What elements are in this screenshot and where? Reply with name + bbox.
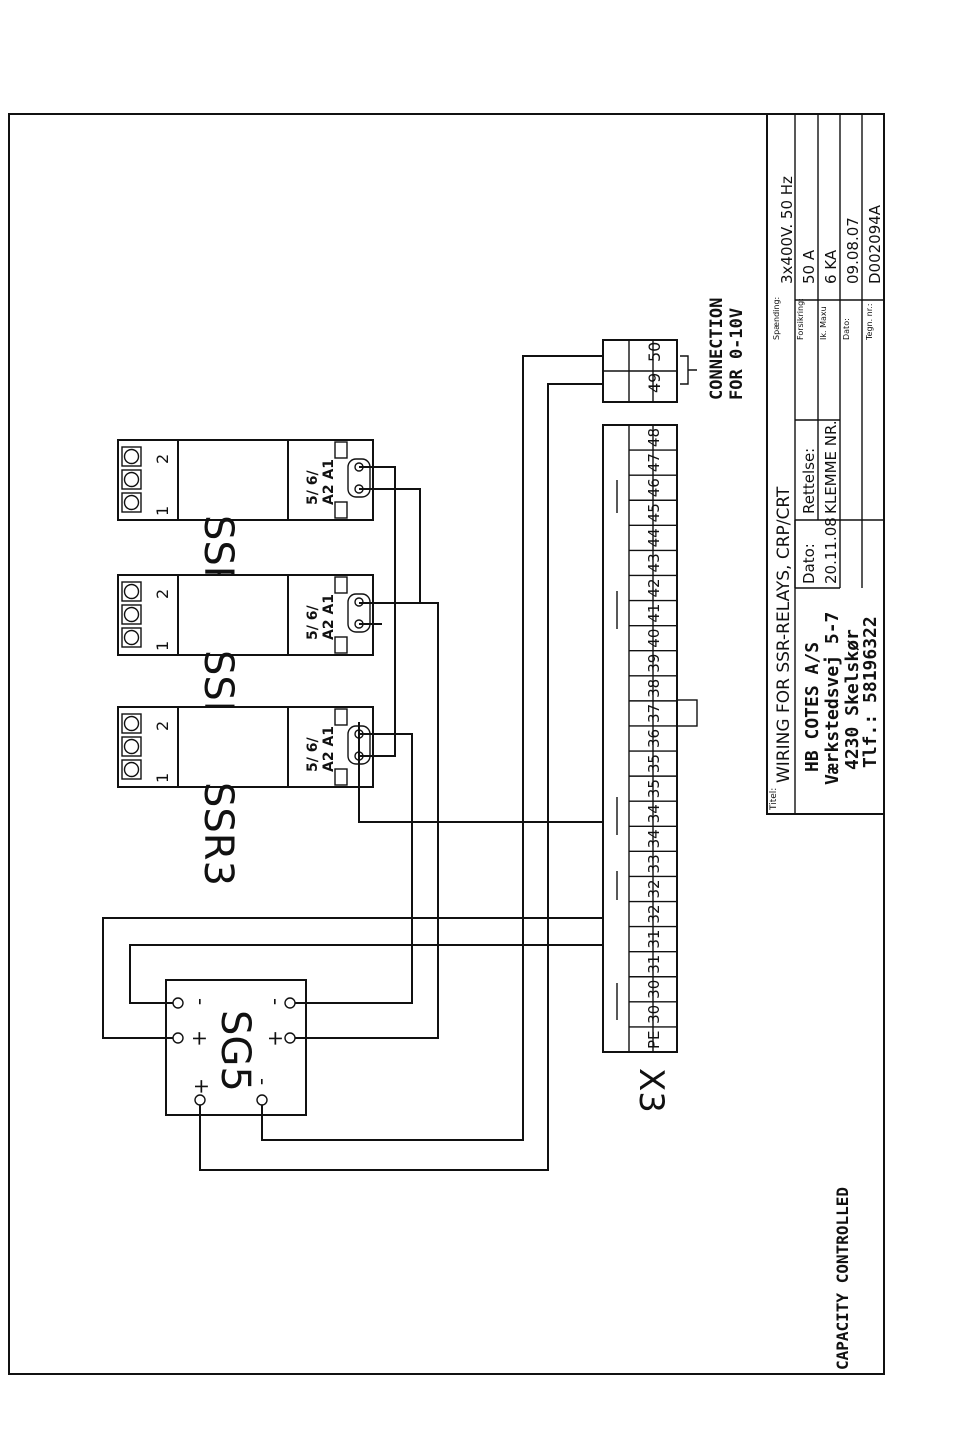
terminal-label: PE xyxy=(645,1030,663,1049)
terminal-label: 34 xyxy=(645,829,663,848)
terminal-49: 49 xyxy=(645,373,664,393)
terminal-label: 38 xyxy=(645,679,663,698)
terminal-label: 46 xyxy=(645,478,663,497)
relay-name: SSR3 xyxy=(195,782,241,886)
terminal-label: 37 xyxy=(645,704,663,723)
dato2-value: 09.08.07 xyxy=(844,217,862,284)
sg5-name: SG5 xyxy=(212,1010,258,1092)
relay-coil-line2: A2 A1 xyxy=(321,594,337,640)
terminal-block-x3: PE 30 30 31 31 32 32 33 34 34 35 35 36 37 38 39 40 41 42 43… xyxy=(602,424,678,1053)
tegn-label: Tegn. nr.: xyxy=(865,303,874,341)
terminal-label: 35 xyxy=(645,779,663,798)
forsikring-label: Forsikring: xyxy=(796,298,805,340)
relay-coil-line1: 5/ 6/ xyxy=(305,470,321,505)
company-city: 4230 Skelskør xyxy=(842,629,863,770)
rettelse-label: Rettelse: xyxy=(800,448,818,514)
spaending-value: 3x400V. 50 Hz xyxy=(778,176,796,284)
terminal-label: 42 xyxy=(645,578,663,597)
sg5-in-plus: + xyxy=(190,1078,214,1095)
terminal-label: 47 xyxy=(645,453,663,472)
terminal-label: 32 xyxy=(645,879,663,898)
terminal-label: 33 xyxy=(645,854,663,873)
dato-value: 20.11.08 xyxy=(822,517,840,584)
spaending-label: Spænding: xyxy=(772,297,781,340)
relay-term1: 1 xyxy=(153,641,172,651)
relay-term1: 1 xyxy=(153,506,172,516)
connection-bracket xyxy=(680,355,697,385)
terminal-label: 31 xyxy=(645,930,663,949)
company-name: HB COTES A/S xyxy=(802,642,823,772)
dato2-label: Dato: xyxy=(842,318,851,340)
sg5-top-minus: - xyxy=(189,998,213,1005)
connection-label-line1: CONNECTION xyxy=(707,298,727,400)
terminal-label: 44 xyxy=(645,528,663,547)
terminal-label: 48 xyxy=(645,428,663,447)
terminal-label: 30 xyxy=(645,980,663,999)
terminal-block-49-50: 49 50 xyxy=(602,339,678,403)
x3-marker-tab xyxy=(676,699,698,727)
company-street: Værkstedsvej 5-7 xyxy=(822,612,843,785)
ik-label: Ik. Maxu xyxy=(819,306,828,340)
terminal-label: 32 xyxy=(645,905,663,924)
connection-label-line2: FOR 0-10V xyxy=(727,308,747,400)
relay-term2: 2 xyxy=(153,721,172,731)
terminal-label: 36 xyxy=(645,729,663,748)
terminal-label: 45 xyxy=(645,503,663,522)
title-block xyxy=(766,113,885,815)
terminal-label: 31 xyxy=(645,955,663,974)
relay-coil-line1: 5/ 6/ xyxy=(305,605,321,640)
terminal-label: 41 xyxy=(645,604,663,623)
drawing-title: WIRING FOR SSR-RELAYS, CRP/CRT xyxy=(774,486,794,783)
terminal-50: 50 xyxy=(645,342,664,362)
sg5-module: SG5 - + - + + - xyxy=(165,979,307,1116)
ik-value: 6 KA xyxy=(822,249,840,284)
relay-term1: 1 xyxy=(153,773,172,783)
terminal-label: 35 xyxy=(645,754,663,773)
sg5-bot-minus: - xyxy=(264,998,288,1005)
wires xyxy=(102,355,618,1171)
titel-label: Titel: xyxy=(769,788,779,811)
relay-SSR1: 1 2 SSR1 5/ 6/ A2 A1 xyxy=(117,439,374,619)
terminal-label: 40 xyxy=(645,629,663,648)
forsikring-value: 50 A xyxy=(800,249,818,284)
sg5-bot-plus: + xyxy=(264,1030,288,1047)
relay-term2: 2 xyxy=(153,454,172,464)
terminal-label: 30 xyxy=(645,1005,663,1024)
capacity-label: CAPACITY CONTROLLED xyxy=(833,1187,852,1370)
relay-term2: 2 xyxy=(153,589,172,599)
sg5-top-plus: + xyxy=(188,1030,212,1047)
company-phone: Tlf.: 58196322 xyxy=(860,616,881,768)
relay-coil-line1: 5/ 6/ xyxy=(305,737,321,772)
x3-label: X3 xyxy=(631,1068,671,1113)
dato-label: Dato: xyxy=(800,543,818,584)
relay-coil-line2: A2 A1 xyxy=(321,726,337,772)
relay-coil-line2: A2 A1 xyxy=(321,459,337,505)
sg5-in-minus: - xyxy=(251,1078,275,1085)
terminal-label: 34 xyxy=(645,804,663,823)
terminal-label: 43 xyxy=(645,553,663,572)
rettelse-value: KLEMME NR. xyxy=(822,420,840,514)
terminal-label: 39 xyxy=(645,654,663,673)
tegn-value: D002094A xyxy=(866,204,884,284)
relay-SSR3: 1 2 SSR3 5/ 6/ A2 A1 xyxy=(117,706,374,886)
